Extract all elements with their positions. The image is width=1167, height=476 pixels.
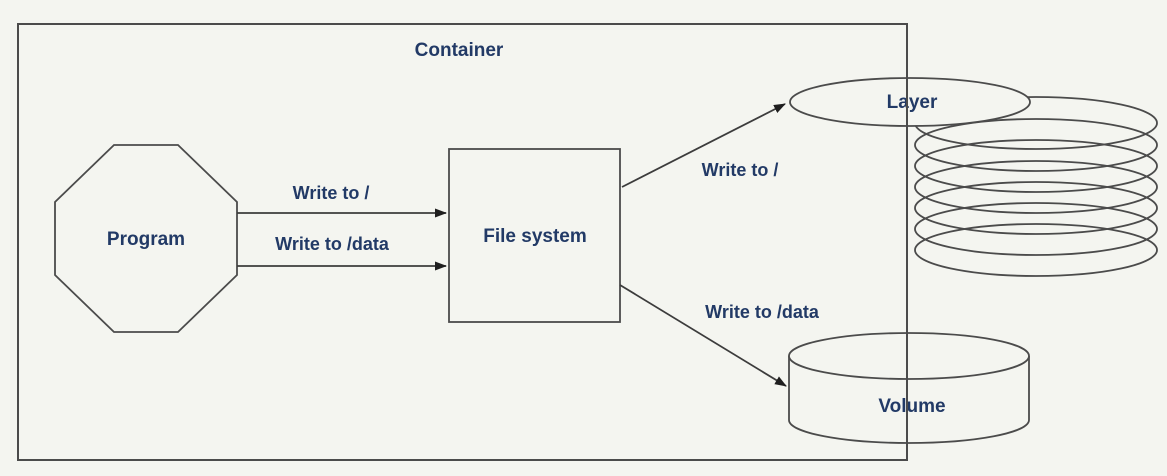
stack-disk bbox=[914, 139, 1158, 193]
edge-label-write-data-volume: Write to /data bbox=[705, 302, 820, 322]
edge-fs-to-layer: Write to / bbox=[621, 103, 786, 188]
layer-stack-icon bbox=[914, 96, 1158, 277]
stack-disk bbox=[914, 223, 1158, 277]
node-volume: Volume bbox=[788, 332, 1030, 444]
program-label: Program bbox=[107, 229, 185, 250]
edge-label-write-root: Write to / bbox=[293, 183, 370, 203]
stack-disk bbox=[914, 160, 1158, 214]
stack-disk bbox=[914, 181, 1158, 235]
edge-label-write-data: Write to /data bbox=[275, 234, 390, 254]
volume-cylinder-top bbox=[788, 332, 1030, 380]
file-system-box bbox=[448, 148, 621, 323]
edge-program-to-fs-root: Write to / bbox=[237, 183, 447, 218]
stack-disk bbox=[914, 118, 1158, 172]
arrow-line bbox=[621, 103, 786, 188]
edge-program-to-fs-data: Write to /data bbox=[237, 234, 447, 271]
layer-ellipse bbox=[789, 77, 1031, 127]
program-octagon bbox=[54, 144, 238, 333]
layer-label: Layer bbox=[887, 92, 938, 113]
stack-disk bbox=[914, 202, 1158, 256]
node-layer: Layer bbox=[789, 77, 1031, 127]
file-system-label: File system bbox=[483, 226, 587, 247]
edge-fs-to-volume: Write to /data bbox=[619, 284, 820, 387]
container-box bbox=[17, 23, 908, 461]
node-program: Program bbox=[54, 144, 238, 333]
container-label: Container bbox=[415, 40, 504, 61]
edge-label-write-root-layer: Write to / bbox=[702, 160, 779, 180]
volume-cylinder-body bbox=[788, 356, 1030, 444]
volume-label: Volume bbox=[878, 396, 945, 417]
arrow-line bbox=[619, 284, 787, 387]
node-file-system: File system bbox=[448, 148, 621, 323]
